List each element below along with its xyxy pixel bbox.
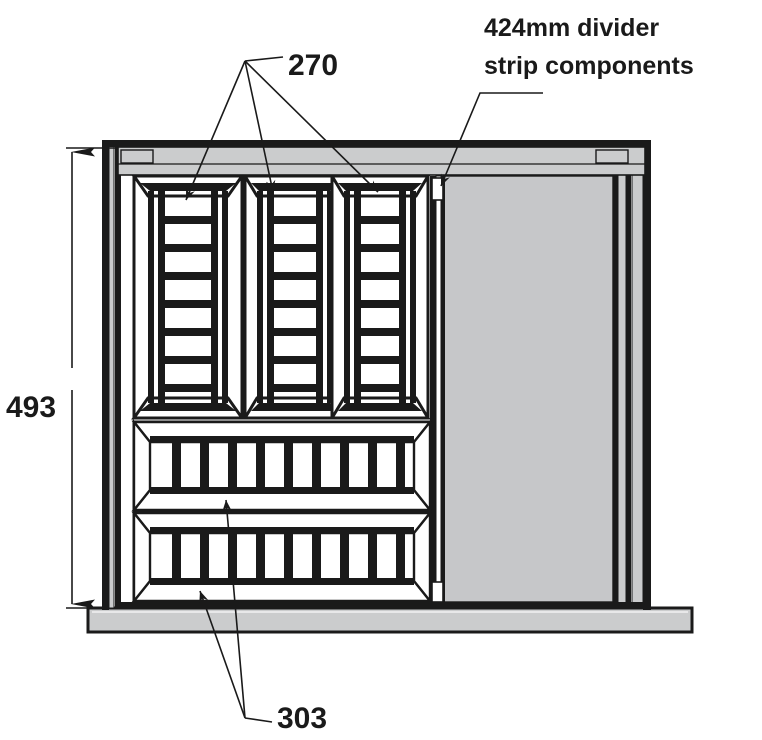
callout-303-label: 303: [277, 702, 327, 735]
vertical-divider-1: [131, 174, 245, 420]
height-dimension-label: 493: [6, 391, 56, 424]
horizontal-tray-1: [131, 418, 433, 514]
divider-strip-424mm: [430, 175, 445, 603]
vertical-divider-group: [131, 174, 431, 420]
horizontal-tray-group: [131, 418, 433, 605]
callout-424mm-line1: 424mm divider: [484, 14, 659, 42]
empty-gray-compartment: [442, 175, 614, 603]
drawer-base-bar: [86, 606, 694, 634]
callout-270-label: 270: [288, 49, 338, 82]
callout-424mm-line2: strip components: [484, 52, 694, 80]
callout-270: 270: [185, 49, 379, 201]
vertical-divider-2: [242, 174, 348, 420]
callout-424mm-divider-strip: 424mm divider strip components: [440, 14, 694, 187]
callout-303: 303: [199, 499, 327, 735]
horizontal-tray-2: [131, 509, 433, 605]
height-dimension-493: 493: [6, 147, 118, 609]
vertical-divider-3: [329, 174, 431, 420]
